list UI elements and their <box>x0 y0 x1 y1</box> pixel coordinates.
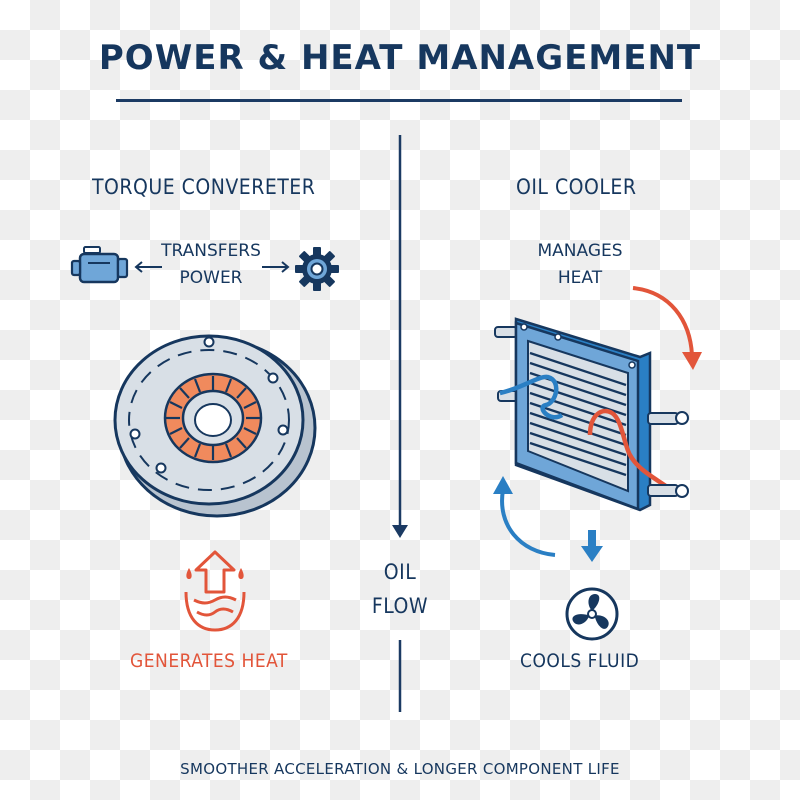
torque-converter-heading: TORQUE CONVERETER <box>92 175 316 199</box>
transfers-label-1: TRANSFERS <box>161 241 261 261</box>
oil-cooler-heading: OIL COOLER <box>516 175 637 199</box>
fan-icon <box>565 587 619 641</box>
manages-heat-label-2: HEAT <box>557 268 603 288</box>
cool-flow-arrow <box>493 476 603 562</box>
transfers-label-2: POWER <box>179 268 243 288</box>
oil-flow-label-2: FLOW <box>371 594 429 618</box>
generates-heat-label: GENERATES HEAT <box>130 650 288 672</box>
title-underline <box>116 99 682 102</box>
footer-caption: SMOOTHER ACCELERATION & LONGER COMPONENT… <box>180 760 620 778</box>
torque-converter-illustration <box>113 334 317 518</box>
gear-icon <box>295 247 339 291</box>
oil-flow-label-1: OIL <box>383 560 417 584</box>
oil-cooler-illustration <box>494 317 689 512</box>
hot-flow-arrow <box>632 286 702 370</box>
heat-rising-icon <box>184 550 246 632</box>
engine-icon <box>70 246 129 284</box>
manages-heat-label-1: MANAGES <box>537 241 623 261</box>
transfer-double-arrow <box>134 261 290 273</box>
cools-fluid-label: COOLS FLUID <box>520 650 640 672</box>
page-title: POWER & HEAT MANAGEMENT <box>98 38 702 78</box>
